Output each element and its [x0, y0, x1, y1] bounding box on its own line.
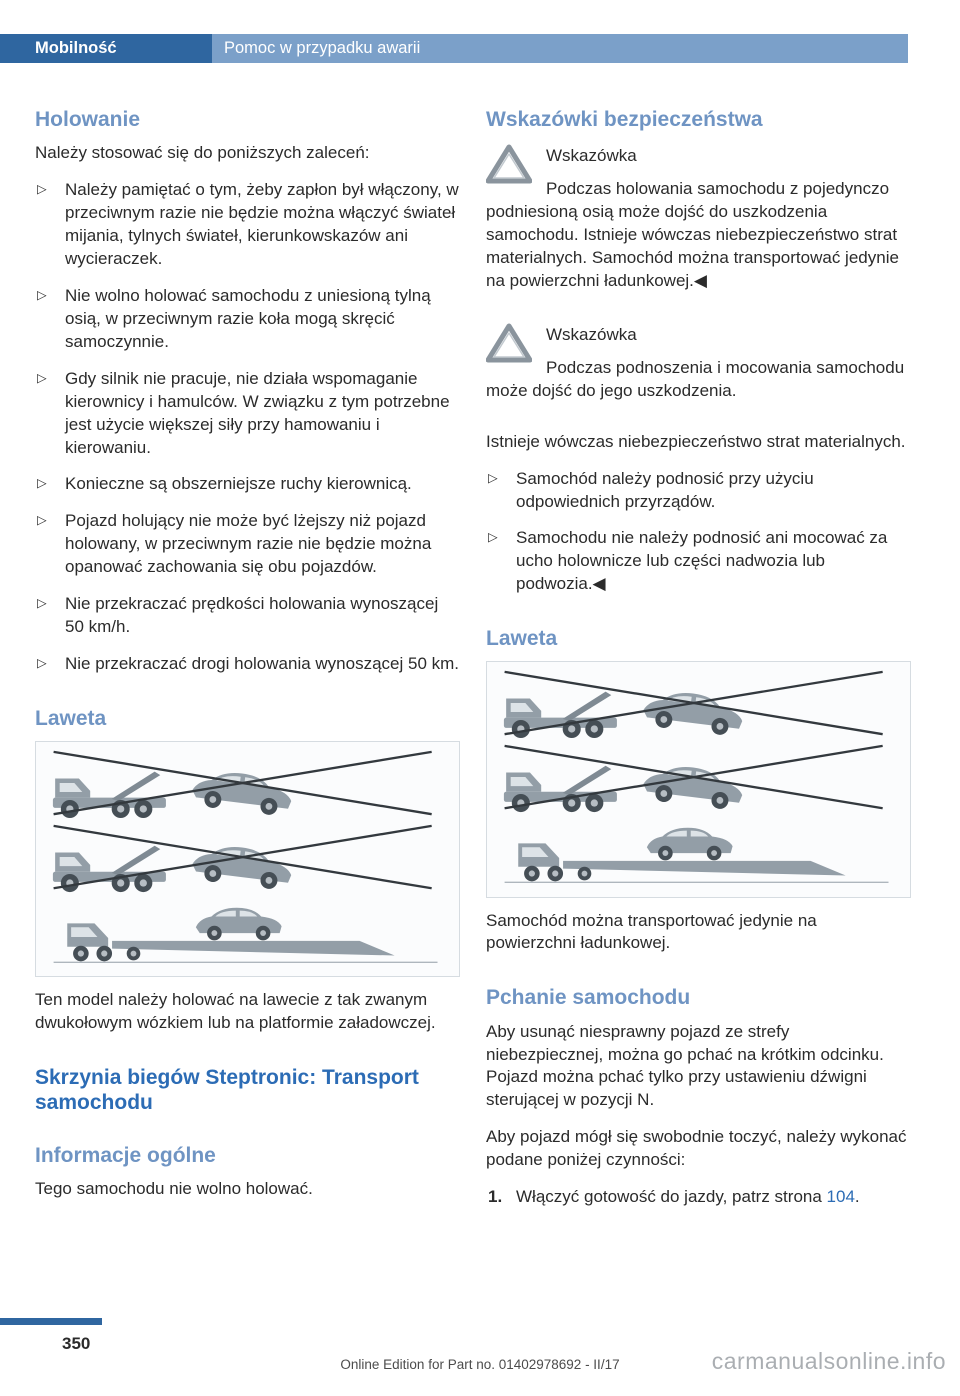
laweta-right-caption: Samochód można transportować jedynie na … — [486, 910, 817, 953]
wskazowki-bullet-list: Samochód należy podnosić przy użyciu odp… — [486, 468, 911, 597]
step-text-suffix: . — [854, 1187, 860, 1207]
pchanie-steps: 1. Włączyć gotowość do jazdy, patrz stro… — [486, 1186, 911, 1209]
header-chapter-label: Pomoc w przypadku awarii — [224, 39, 421, 58]
footer-accent-bar — [0, 1318, 102, 1325]
heading-wskazowki: Wskazówki bezpieczeństwa — [486, 108, 763, 131]
list-item: Należy pamiętać o tym, żeby zapłon był w… — [35, 179, 460, 271]
list-item: Nie wolno holować samochodu z uniesioną … — [35, 285, 460, 354]
laweta-left-caption: Ten model należy holować na lawecie z ta… — [35, 990, 436, 1033]
pchanie-paragraph-2: Aby pojazd mógł się swobodnie toczyć, na… — [486, 1127, 907, 1170]
tow-truck-figure — [489, 666, 908, 892]
heading-laweta-left: Laweta — [35, 707, 107, 730]
list-item: Samochodu nie należy podnosić ani mocowa… — [486, 527, 911, 596]
tow-truck-figure — [38, 746, 457, 972]
step-number: 1. — [488, 1187, 503, 1207]
warning-triangle-icon — [486, 144, 532, 184]
heading-steptronic: Skrzynia biegów Steptronic: Transport sa… — [35, 1066, 419, 1115]
note-text: Podczas holowania samochodu z pojedynczo… — [486, 179, 899, 290]
list-item: Nie przekraczać prędkości holowania wyno… — [35, 593, 460, 639]
header-chapter-tab: Pomoc w przypadku awarii — [212, 34, 908, 63]
list-item: Nie przekraczać drogi holowania wynosząc… — [35, 653, 460, 676]
right-column: Wskazówki bezpieczeństwa Wskazówka Podcz… — [486, 107, 911, 1221]
page-number: 350 — [62, 1334, 91, 1353]
header-section-label: Mobilność — [35, 39, 117, 58]
step-text: Włączyć gotowość do jazdy, patrz strona — [516, 1187, 827, 1207]
holowanie-bullet-list: Należy pamiętać o tym, żeby zapłon był w… — [35, 179, 460, 676]
note-block-2: Wskazówka Podczas podnoszenia i mocowani… — [486, 321, 911, 415]
heading-laweta-right: Laweta — [486, 627, 558, 651]
note-text: Podczas podnoszenia i mocowania samochod… — [486, 357, 905, 400]
list-item: Samochód należy podnosić przy użyciu odp… — [486, 468, 911, 514]
step-1: 1. Włączyć gotowość do jazdy, patrz stro… — [486, 1186, 911, 1209]
heading-holowanie: Holowanie — [35, 108, 141, 131]
note-block-1: Wskazówka Podczas holowania samochodu z … — [486, 142, 911, 305]
steptronic-text: Tego samochodu nie wolno holować. — [35, 1178, 313, 1198]
note2-extra-text: Istnieje wówczas niebezpieczeństwo strat… — [486, 431, 906, 451]
list-item: Konieczne są obszerniejsze ruchy kierown… — [35, 473, 460, 496]
holowanie-intro: Należy stosować się do poniższych zalece… — [35, 143, 370, 163]
laweta-illustration-right — [486, 661, 911, 898]
left-column: Holowanie Należy stosować się do poniższ… — [35, 107, 460, 1221]
heading-pchanie: Pchanie samochodu — [486, 986, 691, 1010]
list-item: Gdy silnik nie pracuje, nie działa wspom… — [35, 368, 460, 460]
page-header: Mobilność Pomoc w przypadku awarii — [0, 34, 908, 63]
pchanie-paragraph-1: Aby usunąć niesprawny pojazd ze strefy n… — [486, 1021, 884, 1110]
header-section-tab: Mobilność — [0, 34, 212, 63]
page-link-104[interactable]: 104 — [826, 1187, 855, 1207]
warning-triangle-icon — [486, 323, 532, 363]
note-label: Wskazówka — [546, 146, 637, 166]
laweta-illustration-left — [35, 741, 460, 978]
note-label: Wskazówka — [546, 324, 637, 344]
heading-informacje-ogolne: Informacje ogólne — [35, 1143, 216, 1167]
list-item: Pojazd holujący nie może być lżejszy niż… — [35, 510, 460, 579]
page-footer: 350 Online Edition for Part no. 01402978… — [0, 1318, 960, 1396]
page-content: Holowanie Należy stosować się do poniższ… — [0, 63, 960, 1221]
